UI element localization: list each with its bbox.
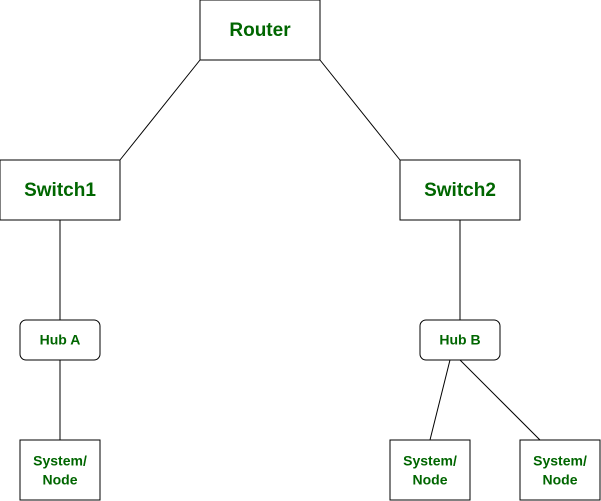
router-node: Router [199, 0, 321, 61]
system-node-a1-label-line1: System/ [33, 453, 87, 469]
switch2-label: Switch2 [424, 180, 496, 201]
switch2-node: Switch2 [399, 159, 521, 221]
edge-router-switch1 [119, 59, 201, 161]
system-node-b1-label-line1: System/ [403, 453, 457, 469]
hub-a-node: Hub A [19, 319, 101, 361]
router-label: Router [229, 20, 291, 41]
system-node-b2-label-line1: System/ [533, 453, 587, 469]
system-node-a1-label-line2: Node [43, 472, 78, 488]
edge-router-switch2 [319, 59, 401, 161]
hub-a-label: Hub A [40, 332, 81, 348]
system-node-b1-box [389, 439, 471, 501]
system-node-b2: System/ Node [519, 439, 601, 501]
system-node-a1-box [19, 439, 101, 501]
switch1-box [0, 159, 121, 221]
edge-hub-b-node-b2 [459, 359, 541, 441]
system-node-b2-box [519, 439, 601, 501]
system-node-b2-label-line2: Node [543, 472, 578, 488]
system-node-a1: System/ Node [19, 439, 101, 501]
switch2-box [399, 159, 521, 221]
hub-b-node: Hub B [419, 319, 501, 361]
edge-hub-b-node-b1 [429, 359, 451, 441]
switch1-node: Switch1 [0, 159, 121, 221]
system-node-b1-label-line2: Node [413, 472, 448, 488]
hub-b-box [419, 319, 501, 361]
connections [59, 59, 541, 441]
router-box [199, 0, 321, 61]
switch1-label: Switch1 [24, 180, 96, 201]
hub-a-box [19, 319, 101, 361]
hub-b-label: Hub B [439, 332, 480, 348]
system-node-b1: System/ Node [389, 439, 471, 501]
